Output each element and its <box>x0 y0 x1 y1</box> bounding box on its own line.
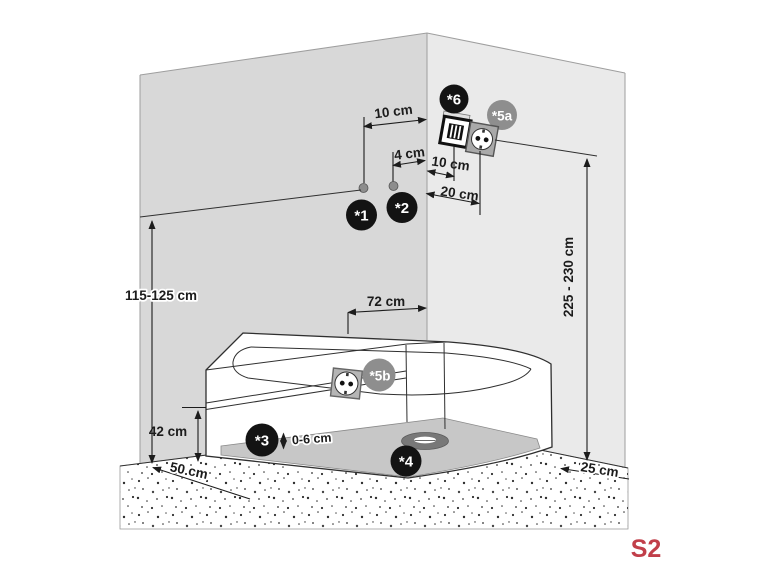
pipe1-offset-label: 10 cm <box>374 102 414 122</box>
marker-badges: *1 *2 *3 *4 <box>245 192 422 477</box>
box-offset-grille-label: 10 cm <box>431 153 471 173</box>
pipes-height-label: 115-125 cm <box>125 288 197 303</box>
tub-socket-dim-line <box>347 304 427 316</box>
apron-height-label: 42 cm <box>149 424 187 439</box>
badge-5b <box>362 358 396 392</box>
dimension-lines <box>139 116 630 500</box>
box-offset-socket-label: 20 cm <box>440 183 480 203</box>
pipe1-dim-line <box>363 116 427 130</box>
junction-box <box>438 114 500 158</box>
pipe1-point <box>358 183 369 193</box>
tub-seam-right <box>443 342 446 430</box>
badge-5b-label: *5b <box>369 369 390 384</box>
badge-2 <box>386 192 418 223</box>
vent-grille-icon <box>438 114 473 150</box>
badge-6-label: *6 <box>447 92 461 109</box>
badge-3-label: *3 <box>255 433 269 450</box>
badge-4 <box>390 445 422 477</box>
badge-5a <box>487 100 517 130</box>
badge-3 <box>245 423 279 457</box>
power-socket-icon <box>464 121 500 158</box>
clearance-right-dim-line <box>560 466 630 480</box>
rim-inner-front <box>232 346 532 396</box>
box-offset2-dim-line <box>425 191 480 206</box>
tub-power-socket-icon <box>329 367 364 400</box>
badge-4-label: *4 <box>399 454 414 471</box>
rim-inner-back <box>250 346 532 370</box>
pipe2-dim-line <box>392 158 426 168</box>
bathtub-base-pan <box>220 417 541 478</box>
tub-seam-left <box>405 344 408 423</box>
page-code: S2 <box>631 535 662 563</box>
base-adjust-label: 0-6 cm <box>291 431 331 448</box>
tub-socket-offset-label: 72 cm <box>367 294 405 309</box>
clearance-left-dim-line <box>152 466 251 500</box>
box-height-pointer-line <box>494 139 598 157</box>
box-offset1-dim-line <box>426 169 455 179</box>
bathtub <box>205 332 553 479</box>
pipe-height-reference-line <box>139 189 362 218</box>
pipe2-point <box>388 181 399 191</box>
rim-front-edge <box>205 341 448 371</box>
box-height-label: 225 - 230 cm <box>561 237 576 317</box>
drain-icon <box>401 432 449 450</box>
badge-1 <box>346 199 377 231</box>
pipe2-offset-label: 4 cm <box>393 144 425 163</box>
badge-5a-label: *5a <box>492 109 513 124</box>
badge-2-label: *2 <box>395 200 409 217</box>
badge-1-label: *1 <box>354 208 368 225</box>
badge-6 <box>439 84 469 114</box>
